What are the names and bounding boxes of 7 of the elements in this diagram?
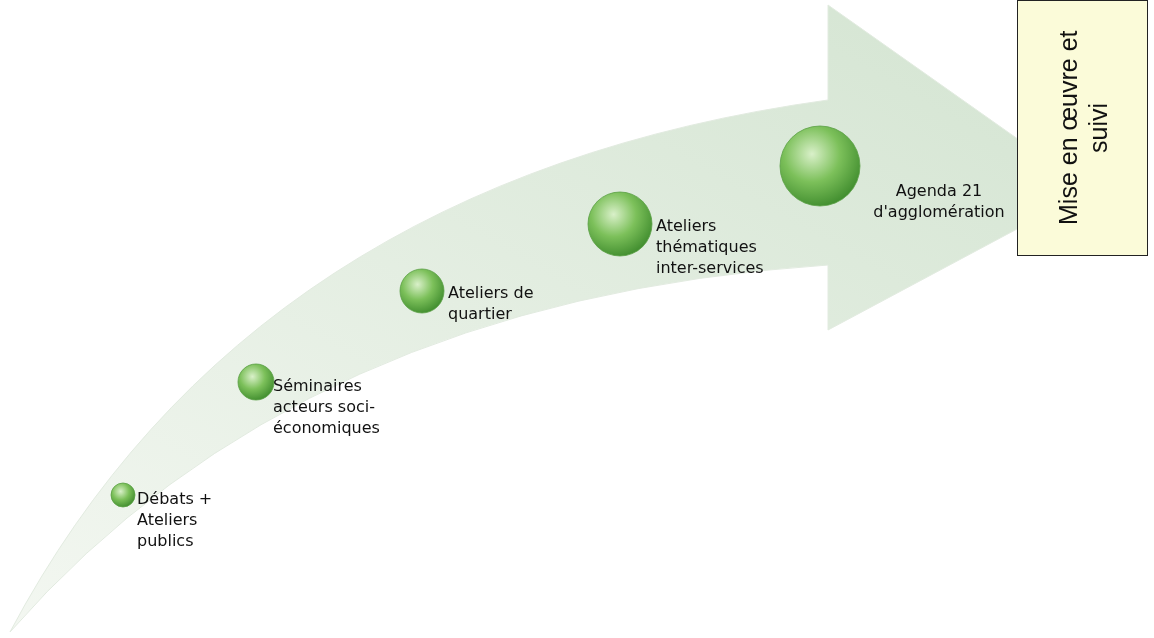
step-label: Séminaires acteurs soci-économiques bbox=[273, 375, 381, 438]
step-label: Ateliers thématiques inter-services bbox=[656, 215, 765, 278]
step-label: Agenda 21 d'agglomération bbox=[872, 180, 1006, 222]
stage-box bbox=[1017, 0, 1148, 256]
stage-label: Mise en œuvre et suivi bbox=[1052, 29, 1113, 228]
step-label: Débats + Ateliers publics bbox=[137, 488, 214, 551]
step-label: Ateliers de quartier bbox=[448, 282, 535, 324]
